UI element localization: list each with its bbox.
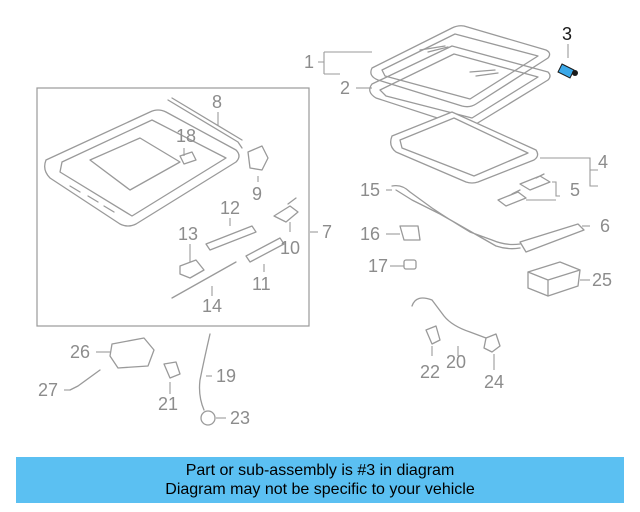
pad[interactable] bbox=[399, 225, 421, 241]
parts-diagram: 1 2 3 4 5 6 7 8 9 10 11 12 13 14 15 16 1… bbox=[36, 24, 612, 428]
slide-rail[interactable] bbox=[245, 237, 285, 263]
callout-9: 9 bbox=[252, 184, 262, 204]
callout-20: 20 bbox=[446, 352, 466, 372]
drive-cable[interactable] bbox=[171, 261, 237, 299]
switch-assembly[interactable] bbox=[273, 197, 299, 223]
callout-23: 23 bbox=[230, 408, 250, 428]
bolt-part-3[interactable] bbox=[557, 63, 578, 79]
callout-2: 2 bbox=[340, 78, 350, 98]
callout-10: 10 bbox=[280, 238, 300, 258]
callout-25: 25 bbox=[592, 270, 612, 290]
banner-line-1: Part or sub-assembly is #3 in diagram bbox=[185, 462, 455, 479]
glass-panel[interactable] bbox=[370, 25, 551, 108]
callout-3: 3 bbox=[562, 24, 572, 44]
callout-7: 7 bbox=[322, 222, 332, 242]
guide-rail[interactable] bbox=[391, 184, 521, 250]
callout-19: 19 bbox=[216, 366, 236, 386]
callout-21: 21 bbox=[158, 394, 178, 414]
drain-box[interactable] bbox=[109, 337, 155, 369]
callout-24: 24 bbox=[484, 372, 504, 392]
grommet[interactable] bbox=[200, 410, 216, 426]
callout-15: 15 bbox=[360, 180, 380, 200]
drain-hose-front[interactable] bbox=[198, 333, 211, 411]
front-rail[interactable] bbox=[167, 97, 243, 149]
callout-17: 17 bbox=[368, 256, 388, 276]
callout-26: 26 bbox=[70, 342, 90, 362]
callout-11: 11 bbox=[252, 274, 271, 294]
leader-lines bbox=[64, 44, 598, 419]
callout-18: 18 bbox=[176, 126, 196, 146]
motor-mount[interactable] bbox=[179, 259, 205, 279]
drain-tube[interactable] bbox=[411, 297, 487, 339]
sunroof-frame[interactable] bbox=[44, 109, 240, 227]
info-banner: Part or sub-assembly is #3 in diagram Di… bbox=[16, 457, 624, 503]
callout-13: 13 bbox=[178, 224, 198, 244]
drain-valve[interactable] bbox=[483, 333, 501, 353]
callout-6: 6 bbox=[600, 216, 610, 236]
control-module[interactable] bbox=[527, 261, 581, 297]
callout-5: 5 bbox=[570, 180, 580, 200]
callout-22: 22 bbox=[420, 362, 440, 382]
banner-line-2: Diagram may not be specific to your vehi… bbox=[165, 481, 475, 498]
sunshade[interactable] bbox=[390, 111, 539, 184]
side-bracket[interactable] bbox=[519, 223, 585, 253]
callout-8: 8 bbox=[212, 92, 222, 112]
clip[interactable] bbox=[403, 259, 417, 270]
sunshade-brackets[interactable] bbox=[497, 173, 551, 207]
hose-clamp[interactable] bbox=[163, 361, 181, 379]
tube-clip[interactable] bbox=[425, 325, 441, 345]
frame-assembly-box bbox=[36, 87, 310, 327]
callout-14: 14 bbox=[202, 296, 222, 316]
guide-block[interactable] bbox=[179, 151, 197, 165]
callout-1: 1 bbox=[304, 52, 314, 72]
callout-27: 27 bbox=[38, 380, 58, 400]
link-arm[interactable] bbox=[205, 225, 257, 251]
deflector-bracket[interactable] bbox=[247, 145, 269, 171]
drain-hose-rear[interactable] bbox=[69, 369, 101, 391]
callout-12: 12 bbox=[220, 198, 240, 218]
callout-4: 4 bbox=[598, 152, 608, 172]
callout-16: 16 bbox=[360, 224, 380, 244]
